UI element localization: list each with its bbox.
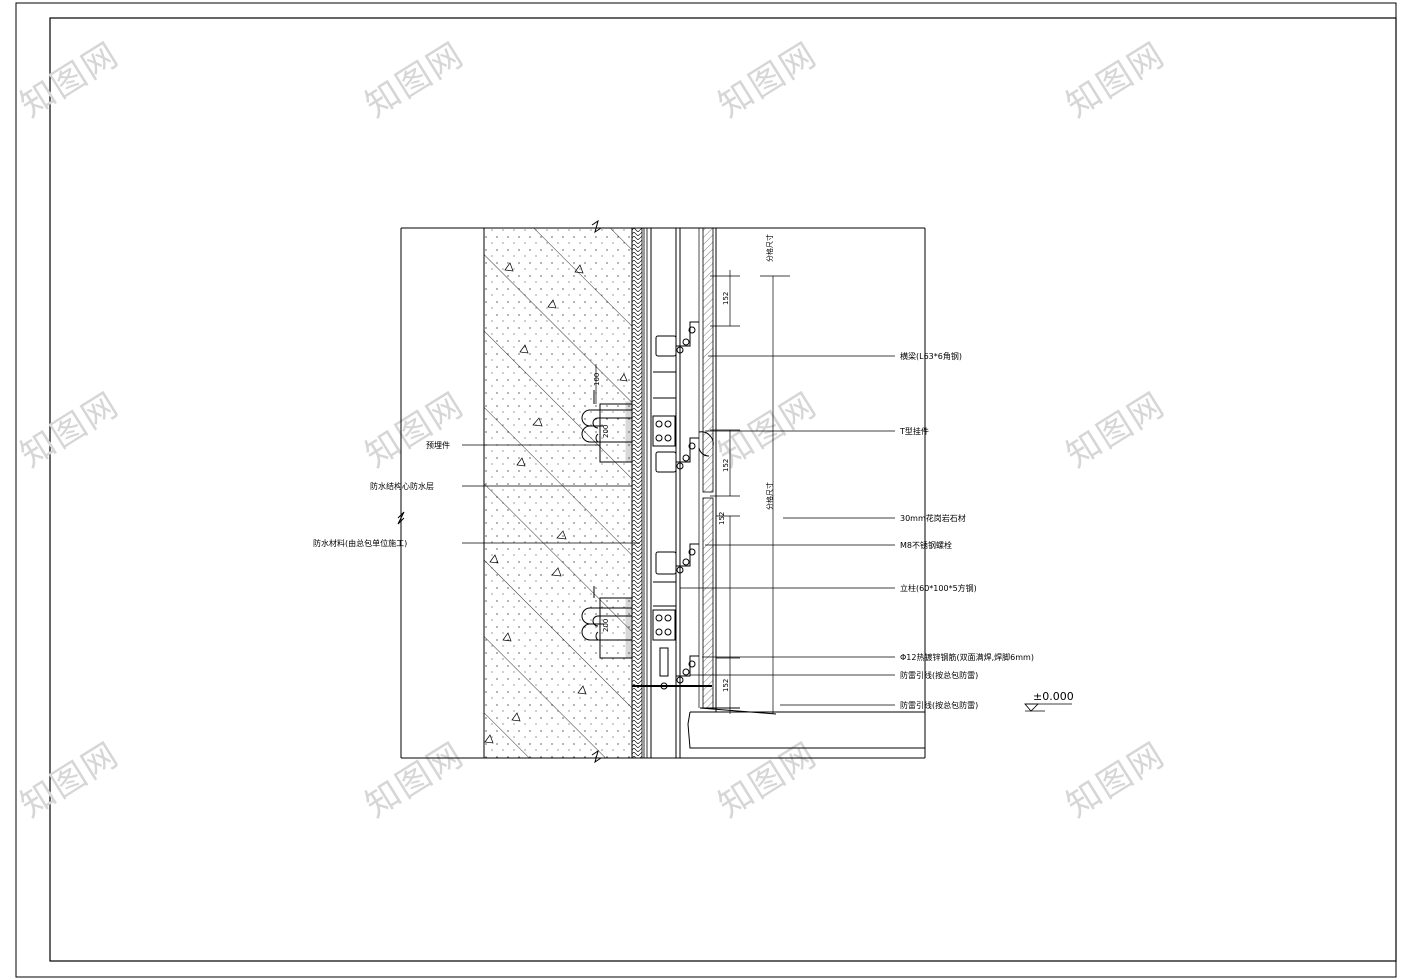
svg-text:100: 100 [593,373,601,386]
steel-column [653,228,681,758]
label-waterproof-material: 防水材料(由总包单位施工) [313,538,407,548]
stone-cladding [698,227,714,709]
svg-text:200: 200 [602,425,610,438]
embedded-anchors [581,390,633,659]
left-labels: 预埋件 防水结构心防水层 防水材料(由总包单位施工) [313,440,450,548]
svg-text:±0.000: ±0.000 [1033,690,1074,703]
svg-text:152: 152 [722,292,730,305]
svg-text:152: 152 [722,679,730,692]
label-rebar: Φ12热镀锌钢筋(双面满焊,焊脚6mm) [900,652,1034,662]
label-waterproof-layer: 防水结构心防水层 [370,481,434,491]
svg-text:知图网: 知图网 [712,34,825,125]
label-lightning-1: 防雷引线(按总包防雷) [900,670,978,680]
column-plates [652,335,677,677]
svg-text:知图网: 知图网 [359,34,472,125]
right-labels: 横梁(L63*6角钢) T型挂件 30mm花岗岩石材 M8不锈钢螺栓 立柱(60… [899,351,1034,710]
dimension-lines [595,270,790,714]
label-bolt: M8不锈钢螺栓 [900,540,952,550]
svg-text:200: 200 [602,619,610,632]
svg-text:知图网: 知图网 [1060,34,1173,125]
dimension-text: 152 152 152 152 100 200 200 分格尺寸 分格尺寸 [593,234,774,692]
label-beam: 横梁(L63*6角钢) [900,351,962,361]
label-lightning-2: 防雷引线(按总包防雷) [900,700,978,710]
svg-text:知图网: 知图网 [1060,734,1173,825]
svg-text:分格尺寸: 分格尺寸 [765,234,774,262]
label-embedded-part: 预埋件 [426,440,450,450]
svg-text:152: 152 [722,459,730,472]
svg-text:知图网: 知图网 [14,734,127,825]
ground-slab [687,228,925,749]
svg-text:152: 152 [718,512,726,525]
svg-text:知图网: 知图网 [359,734,472,825]
right-leaders [680,355,895,706]
svg-text:分格尺寸: 分格尺寸 [765,482,774,510]
inner-frame [49,17,1397,962]
svg-text:知图网: 知图网 [14,384,127,475]
left-leaders [462,444,640,544]
label-t-hanger: T型挂件 [899,426,929,436]
svg-text:知图网: 知图网 [359,384,472,475]
svg-text:知图网: 知图网 [14,34,127,125]
level-mark: ±0.000 [1024,690,1074,712]
section-outline [397,219,926,764]
svg-text:知图网: 知图网 [1060,384,1173,475]
t-hangers [632,321,714,690]
concrete-wall [483,227,633,759]
waterproof-layers [631,227,652,759]
label-granite: 30mm花岗岩石材 [900,513,966,523]
label-column: 立柱(60*100*5方钢) [900,583,977,593]
